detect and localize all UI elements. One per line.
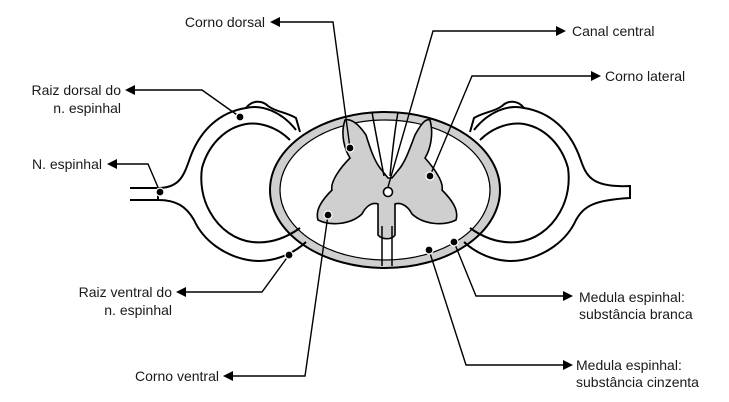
labels: Corno dorsal Canal central Corno lateral… bbox=[32, 14, 700, 390]
right-ganglion bbox=[469, 100, 525, 133]
left-ganglion bbox=[245, 100, 301, 133]
arrowhead-n-espinhal bbox=[107, 159, 117, 169]
label-substancia-branca-line2: substância branca bbox=[579, 306, 693, 322]
pointer-dot-raiz-dorsal bbox=[235, 112, 245, 122]
label-corno-dorsal: Corno dorsal bbox=[185, 14, 265, 30]
arrowhead-substancia-branca bbox=[563, 291, 573, 301]
label-raiz-dorsal-line2: n. espinhal bbox=[53, 100, 121, 116]
leader-n-espinhal bbox=[115, 163, 161, 193]
label-raiz-ventral-line2: n. espinhal bbox=[104, 302, 172, 318]
right-dorsal-root bbox=[463, 106, 631, 262]
leader-substancia-branca bbox=[453, 241, 565, 297]
left-nerve-inner bbox=[200, 122, 301, 244]
leader-substancia-cinzenta bbox=[428, 249, 565, 366]
leader-canal-central bbox=[387, 30, 558, 188]
leader-lines bbox=[107, 17, 601, 381]
leader-corno-dorsal bbox=[278, 21, 351, 149]
leader-raiz-dorsal bbox=[133, 89, 241, 118]
arrowhead-corno-dorsal bbox=[270, 17, 280, 27]
label-canal-central: Canal central bbox=[572, 23, 655, 39]
pointer-dot-raiz-ventral bbox=[284, 250, 294, 260]
spinal-cord-cross-section bbox=[130, 100, 631, 269]
label-corno-lateral: Corno lateral bbox=[605, 68, 685, 84]
ventral-fissure bbox=[381, 226, 393, 266]
label-corno-ventral: Corno ventral bbox=[135, 368, 219, 384]
arrowhead-canal-central bbox=[556, 26, 566, 36]
label-substancia-cinzenta-line1: Medula espinhal: bbox=[576, 357, 682, 373]
arrowhead-corno-ventral bbox=[223, 371, 233, 381]
arrowhead-raiz-dorsal bbox=[125, 85, 135, 95]
pointer-dot-substancia-cinzenta bbox=[424, 245, 434, 255]
left-spinal-nerve-stem bbox=[130, 187, 158, 201]
pointer-dot-corno-ventral bbox=[323, 210, 333, 220]
label-substancia-branca-line1: Medula espinhal: bbox=[579, 289, 685, 305]
label-substancia-cinzenta-line2: substância cinzenta bbox=[576, 374, 699, 390]
label-raiz-ventral-line1: Raiz ventral do bbox=[79, 284, 173, 300]
arrowhead-substancia-cinzenta bbox=[563, 360, 573, 370]
central-canal bbox=[382, 186, 394, 198]
leader-corno-ventral bbox=[231, 214, 329, 377]
pointer-dot-corno-lateral bbox=[425, 171, 435, 181]
leader-raiz-ventral bbox=[184, 254, 290, 293]
arrowhead-raiz-ventral bbox=[176, 287, 186, 297]
leader-corno-lateral bbox=[429, 75, 593, 177]
right-nerve-inner bbox=[469, 122, 570, 244]
pointer-dot-n-espinhal bbox=[155, 187, 165, 197]
pointer-dot-substancia-branca bbox=[449, 237, 459, 247]
label-n-espinhal: N. espinhal bbox=[32, 156, 102, 172]
dorsal-septum bbox=[371, 111, 399, 177]
pointer-dot-corno-dorsal bbox=[345, 143, 355, 153]
label-raiz-dorsal-line1: Raiz dorsal do bbox=[32, 82, 122, 98]
arrowhead-corno-lateral bbox=[591, 71, 601, 81]
